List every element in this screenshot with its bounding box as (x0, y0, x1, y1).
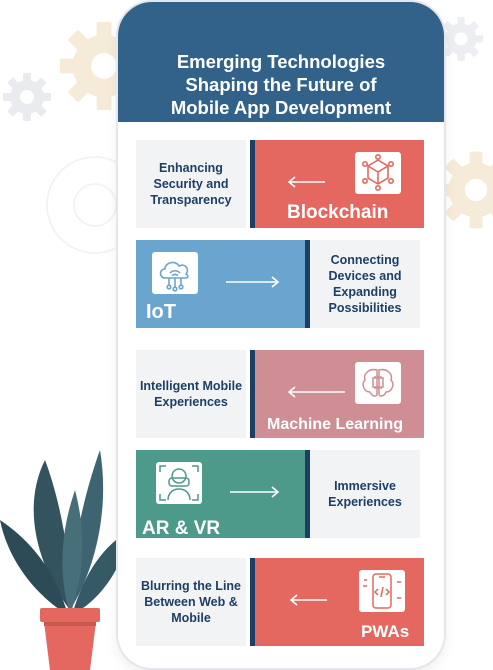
technology-panel: PWAs (250, 558, 424, 646)
list-item-pwas: Blurring the Line Between Web & Mobile (136, 558, 424, 646)
blockchain-cube-icon (355, 152, 401, 194)
arrow-left-icon (287, 386, 347, 398)
arrow-left-icon (289, 594, 329, 606)
page-title: Emerging Technologies Shaping the Future… (118, 50, 444, 119)
potted-plant-illustration (0, 450, 130, 670)
list-item-blockchain: Enhancing Security and Transparency (136, 140, 424, 228)
technology-panel: IoT (136, 240, 310, 328)
mobile-code-icon (359, 570, 405, 612)
iot-cloud-icon (152, 252, 198, 294)
description: Connecting Devices and Expanding Possibi… (310, 240, 420, 328)
technology-label: IoT (146, 301, 176, 323)
gear-icon (437, 151, 493, 229)
description: Blurring the Line Between Web & Mobile (136, 558, 246, 646)
title-line: Mobile App Development (170, 97, 392, 118)
vr-headset-icon (156, 462, 202, 504)
brain-chip-icon (355, 362, 401, 404)
description: Intelligent Mobile Experiences (136, 350, 246, 438)
technology-panel: AR & VR (136, 450, 310, 539)
header-banner (118, 2, 444, 122)
arrow-left-icon (287, 176, 327, 188)
technology-panel: Blockchain (250, 140, 424, 228)
technology-panel: Machine Learning (250, 350, 424, 438)
description: Immersive Experiences (310, 450, 420, 538)
phone-frame: Emerging Technologies Shaping the Future… (118, 2, 444, 668)
technology-label: AR & VR (142, 518, 221, 539)
arrow-right-icon (224, 276, 280, 288)
arrow-right-icon (228, 486, 280, 498)
list-item-ar-vr: AR & VR Immersive Experiences (136, 450, 424, 539)
list-item-machine-learning: Intelligent Mobile Experiences (136, 350, 424, 438)
screen: Enhancing Security and Transparency (118, 122, 444, 668)
gear-icon (438, 16, 484, 62)
gear-icon (3, 73, 51, 121)
technology-label: Blockchain (287, 202, 389, 223)
technology-label: PWAs (361, 622, 410, 641)
technology-label: Machine Learning (267, 416, 404, 433)
title-line: Emerging Technologies (176, 51, 386, 72)
description: Enhancing Security and Transparency (136, 140, 246, 228)
title-line: Shaping the Future of (185, 74, 377, 95)
list-item-iot: IoT Connecting Devices and Expanding Pos… (136, 240, 424, 328)
